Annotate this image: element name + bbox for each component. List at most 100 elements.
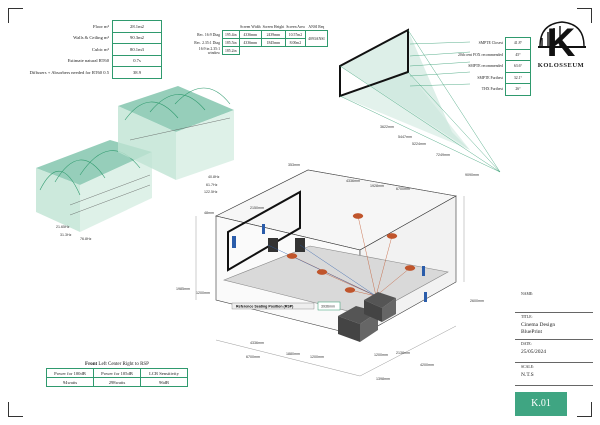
room-stat-value: 90.3m2	[112, 31, 162, 44]
ceiling-diffuser-right	[118, 86, 234, 180]
seating-rows	[338, 292, 396, 342]
title-block-scale: SCALE: N.T.S	[515, 363, 593, 386]
dim-label: 6700mm	[396, 187, 410, 191]
screen-col-width: Screen Width	[240, 25, 261, 29]
dim-label: 6700mm	[246, 355, 260, 359]
freq-label: 76.8Hz	[80, 237, 92, 241]
projection-cone	[339, 28, 501, 173]
cinema-screen	[227, 190, 301, 272]
ceiling-speakers	[267, 213, 416, 297]
sheet-number: K.01	[515, 392, 567, 416]
dim-label: 353mm	[288, 163, 300, 167]
freq-label: 122.5Hz	[204, 190, 218, 194]
freq-label: 21.65Hz	[56, 225, 70, 229]
screen-col-ansi: ANSI Req	[308, 25, 325, 29]
room-stat-value: 38.9	[112, 66, 162, 79]
screen-row-label: Rec. 2.35:1 Diag	[194, 40, 220, 45]
freq-label: 40.8Hz	[208, 175, 220, 179]
dim-label: 1398mm	[376, 377, 390, 381]
dim-label: 1200mm	[196, 291, 210, 295]
wall-speaker-icon	[422, 266, 425, 276]
front-value: 94watts	[46, 377, 94, 387]
freq-label: 61.7Hz	[206, 183, 218, 187]
viewing-angle-label: SMPTE recommended	[468, 64, 503, 69]
dist-label: 7249mm	[436, 153, 450, 157]
dist-label: 3622mm	[380, 125, 394, 129]
front-value: 298watts	[93, 377, 141, 387]
crop-mark-bottom-right	[577, 402, 592, 417]
screen-row-label: Rec. 16:9 Diag	[197, 32, 220, 37]
dim-label: 1985mm	[176, 287, 190, 291]
screen-row-window: 16:9 in 2.35:1 window 185.2in	[186, 46, 327, 55]
svg-text:K: K	[547, 21, 576, 65]
screen-cell: 185.2in	[222, 46, 240, 55]
screen-col-area: Screen Area	[286, 25, 305, 29]
front-header: Power for 100dB	[46, 368, 94, 378]
screen-row-169: Rec. 16:9 Diag 195.4in 4336mm 2439mm 10.…	[186, 30, 328, 47]
kolosseum-logo-icon: K	[538, 21, 586, 65]
front-caption-bold: Front	[85, 362, 98, 367]
title-block-date: DATE: 25/05/2024	[515, 340, 593, 363]
screen-row-235: Rec. 2.35:1 Diag 185.5in 4336mm 1845mm 8…	[186, 38, 327, 47]
wall-speaker-icon	[232, 236, 236, 248]
room-box	[215, 169, 457, 337]
front-header: Power for 105dB	[93, 368, 141, 378]
rsp-distance: 3936mm	[321, 305, 335, 309]
front-value: 96dB	[140, 377, 188, 387]
crop-mark-top-left	[8, 8, 23, 23]
dim-label: 1880mm	[286, 352, 300, 356]
wall-speaker-icon	[424, 292, 427, 302]
front-header: LCR Sensitivity	[140, 368, 188, 378]
title-block-name: NAME:	[515, 290, 593, 313]
dim-label: 4200mm	[420, 363, 434, 367]
room-stat-label: Walls & Ceiling m²	[73, 35, 109, 41]
front-speaker-table: Front Left Center Right to RSP Power for…	[46, 362, 188, 387]
dim-label: 4336mm	[250, 341, 264, 345]
dist-label: 9090mm	[465, 173, 479, 177]
front-caption: Left Center Right to RSP	[97, 362, 149, 367]
freq-label: 31.3Hz	[60, 233, 72, 237]
title-block: NAME: TITLE: Cinema Design BluePrint DAT…	[515, 290, 593, 386]
viewing-angle-value: 26°	[505, 83, 531, 96]
viewing-angle-value: 41.8°	[505, 37, 531, 50]
dist-label: 5224mm	[412, 142, 426, 146]
viewing-angle-label: THX Furthest	[481, 87, 503, 92]
dim-label: 4336mm	[346, 179, 360, 183]
crop-mark-bottom-left	[8, 402, 23, 417]
crop-mark-top-right	[577, 8, 592, 23]
screen-ansi-cell: 4093ANSI	[305, 30, 328, 47]
room-stat-label: Floor m²	[92, 23, 109, 29]
viewing-angle-label: SMPTE Closest	[478, 41, 503, 46]
dim-label: 1200mm	[310, 355, 324, 359]
wall-speaker-icon	[262, 224, 265, 234]
dim-label: 2600mm	[470, 299, 484, 303]
screen-size-table: Screen Width Screen Height Screen Area A…	[186, 24, 328, 55]
room-stat-label: Diffusers + Absorbers needed for RT60 0.…	[29, 69, 109, 75]
logo-wordmark: KOLOSSEUM	[537, 62, 585, 69]
room-stat-label: Estimate natural RT60	[67, 58, 109, 64]
dim-label: 1200mm	[374, 353, 388, 357]
viewing-angle-label: SMPTE Furthest	[477, 75, 503, 80]
screen-cell: 8.00m2	[284, 38, 307, 47]
dim-label: 2138mm	[396, 351, 410, 355]
rsp-label: Reference Seating Position (RSP)	[236, 305, 294, 309]
dim-label: 2150mm	[250, 206, 264, 210]
room-stat-row: Diffusers + Absorbers needed for RT60 0.…	[6, 66, 162, 79]
viewing-angle-value: 45°	[505, 48, 531, 61]
screen-col-height: Screen Height	[262, 25, 285, 29]
dist-label: 5447mm	[398, 135, 412, 139]
speaker-left-icon	[268, 238, 278, 252]
viewing-angle-label: 20th cent FOX recommended	[457, 52, 503, 57]
dim-label: 1928mm	[370, 184, 384, 188]
room-stat-value: 80.1m3	[112, 43, 162, 56]
title-block-title: TITLE: Cinema Design BluePrint	[515, 313, 593, 340]
room-stat-label: Cubic m³	[91, 46, 109, 52]
screen-row-label: 16:9 in 2.35:1 window	[198, 46, 220, 55]
dim-label: 48mm	[204, 211, 214, 215]
